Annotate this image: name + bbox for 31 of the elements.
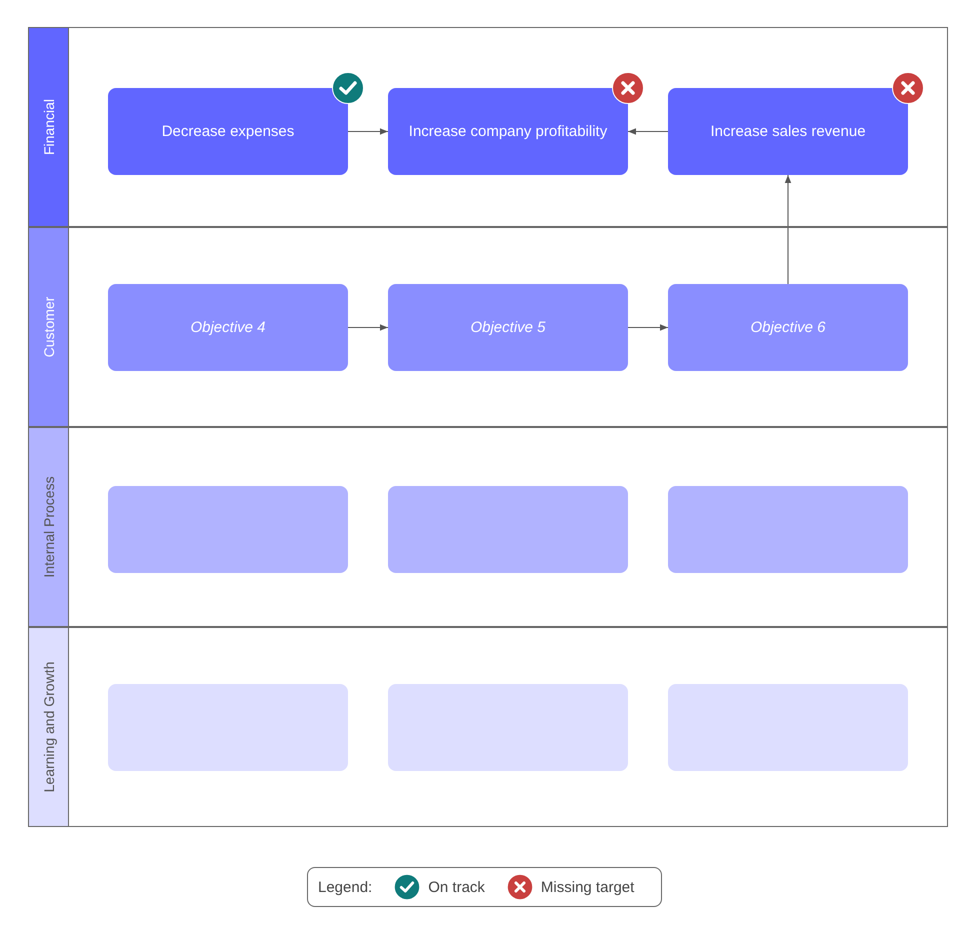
legend-text: Missing target xyxy=(540,878,634,896)
empty-objective-box xyxy=(108,486,348,573)
empty-objective-box xyxy=(388,684,628,771)
objective-box xyxy=(668,284,908,371)
swimlane xyxy=(28,627,948,827)
empty-objective-box xyxy=(388,486,628,573)
arrow xyxy=(628,128,668,135)
empty-objective-box xyxy=(108,684,348,771)
arrow xyxy=(348,128,388,135)
objective-text: Objective 4 xyxy=(190,319,266,336)
lane-title: Financial xyxy=(40,98,56,156)
lane-title: Internal Process xyxy=(40,476,56,578)
legend-title: Legend: xyxy=(318,878,372,896)
swimlane xyxy=(28,27,948,227)
lane-title: Customer xyxy=(40,296,56,358)
lane-title: Learning and Growth xyxy=(40,662,56,792)
objective-text: Increase company profitability xyxy=(408,123,608,140)
arrow xyxy=(784,174,792,284)
objective-text: Objective 5 xyxy=(470,319,546,336)
objective-text: Increase sales revenue xyxy=(710,123,866,140)
swimlane xyxy=(28,427,948,627)
objective-box xyxy=(108,284,348,371)
objective-box xyxy=(388,284,628,371)
arrow xyxy=(348,324,388,331)
legend-text: On track xyxy=(428,878,485,896)
arrow xyxy=(628,324,668,331)
empty-objective-box xyxy=(668,486,908,573)
objective-text: Decrease expenses xyxy=(162,123,294,140)
empty-objective-box xyxy=(668,684,908,771)
swimlane xyxy=(28,227,948,427)
objective-text: Objective 6 xyxy=(750,319,826,336)
